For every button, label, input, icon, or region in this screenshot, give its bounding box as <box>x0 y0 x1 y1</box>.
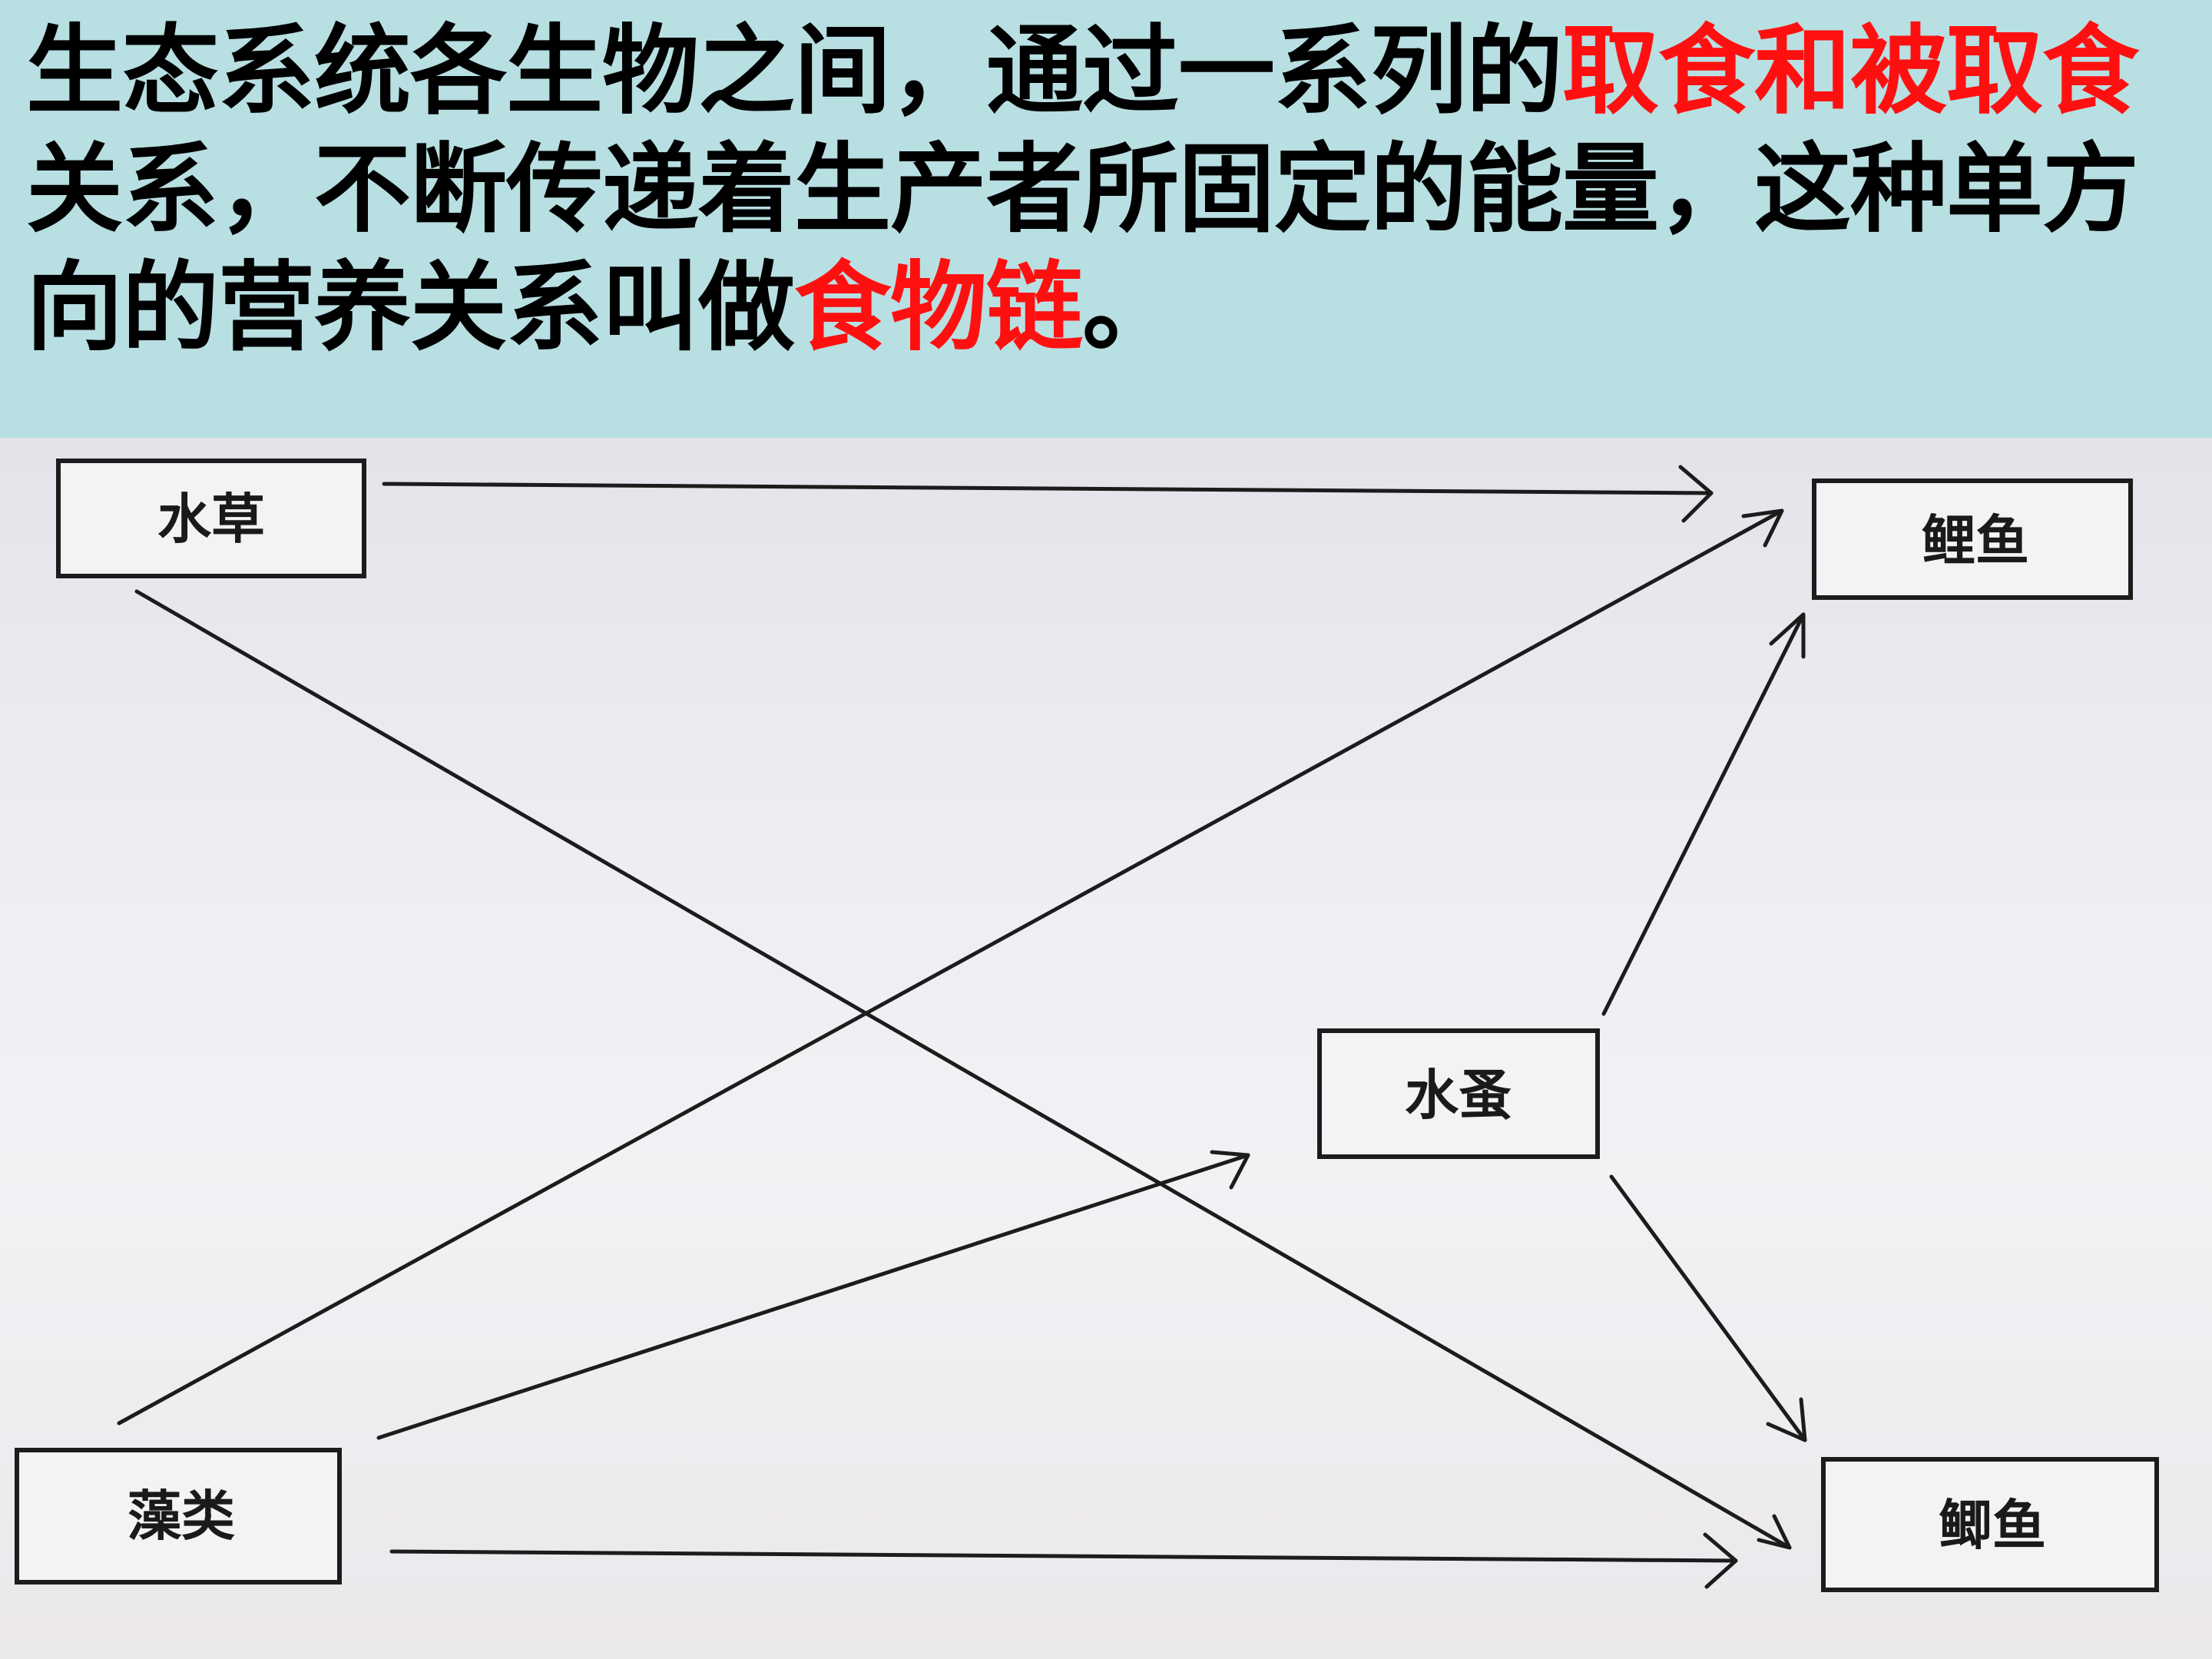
header-panel: 生态系统各生物之间，通过一系列的取食和被取食关系，不断传递着生产者所固定的能量，… <box>0 0 2212 438</box>
definition-highlight-food-chain: 食物链 <box>794 251 1083 364</box>
definition-part-2: 关系，不断传递着生产者所固定的能量，这种单方向的营养关系叫做 <box>26 133 2139 364</box>
node-label-liyu: 鲤鱼 <box>1922 509 2029 572</box>
edge-shuizao-to-liyu <box>1601 612 1806 1016</box>
edge-shuizao-to-jiyu <box>1609 1174 1807 1442</box>
node-label-zaolei: 藻类 <box>127 1485 235 1548</box>
food-web-diagram: 水草 鲤鱼 水蚤 藻类 鲫鱼 <box>15 459 2159 1592</box>
definition-highlight-predation: 取食和被取食 <box>1562 15 2139 127</box>
edge-shuicao-to-liyu <box>382 465 1714 523</box>
definition-part-1: 生态系统各生物之间，通过一系列的 <box>26 15 1563 127</box>
node-box-jiyu <box>1821 1457 2159 1592</box>
node-box-liyu <box>1812 478 2133 600</box>
edge-zaolei-to-shuizao <box>376 1150 1250 1440</box>
node-box-zaolei <box>15 1448 342 1584</box>
definition-part-3: 。 <box>1082 251 1179 364</box>
edge-zaolei-to-liyu <box>117 508 1784 1426</box>
node-label-shuicao: 水草 <box>157 488 265 551</box>
node-label-shuizao: 水蚤 <box>1405 1064 1512 1127</box>
node-box-shuizao <box>1317 1028 1600 1159</box>
node-box-shuicao <box>56 459 366 578</box>
edge-zaolei-to-jiyu <box>389 1532 1738 1589</box>
edge-shuicao-to-jiyu <box>134 589 1792 1550</box>
definition-text: 生态系统各生物之间，通过一系列的取食和被取食关系，不断传递着生产者所固定的能量，… <box>26 12 2207 367</box>
node-label-jiyu: 鲫鱼 <box>1939 1494 2046 1557</box>
food-web-photo: 水草 鲤鱼 水蚤 藻类 鲫鱼 <box>0 438 2212 1659</box>
